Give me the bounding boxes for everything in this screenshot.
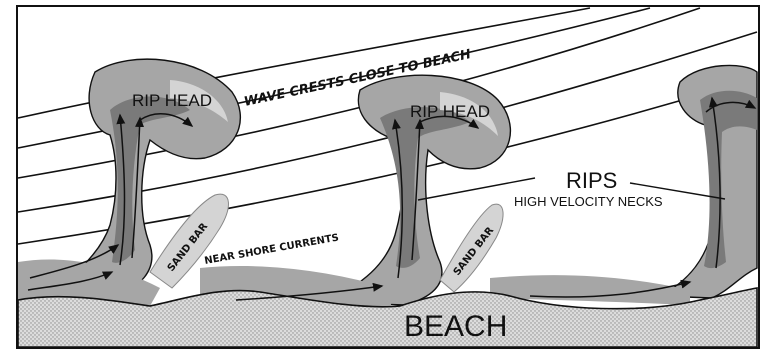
beach-label: BEACH [404,310,507,343]
rip-head-label-2: RIP HEAD [410,102,490,121]
high-velocity-label: HIGH VELOCITY NECKS [514,194,663,209]
rips-label: RIPS [566,168,617,193]
rip-head-label-1: RIP HEAD [132,91,212,110]
